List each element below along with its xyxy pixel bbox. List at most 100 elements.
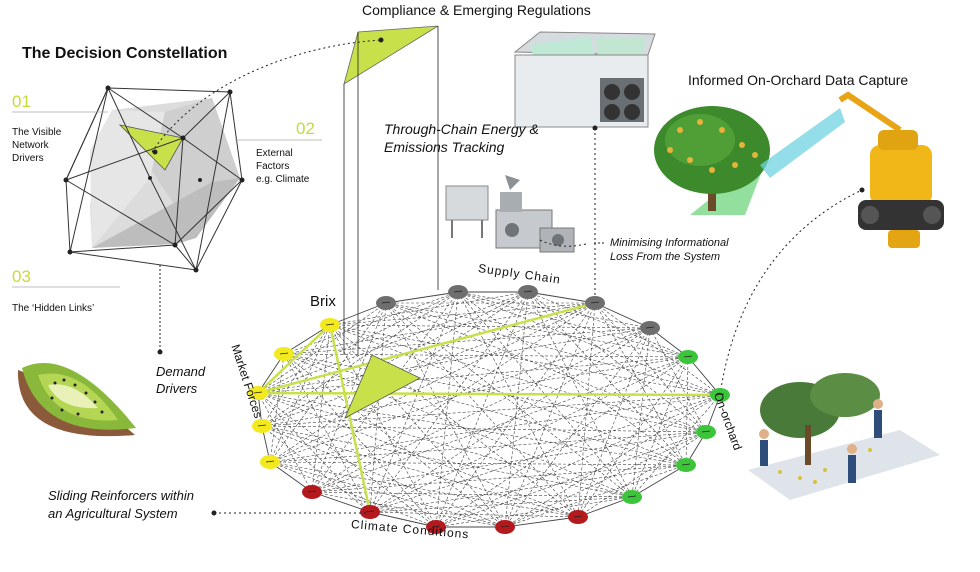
market-forces-label: Market Forces	[228, 343, 265, 420]
network-edge	[257, 302, 387, 394]
energy-tracking-line1: Through-Chain Energy &	[384, 121, 539, 137]
network-edge	[311, 491, 371, 513]
network-highlight-edges	[257, 301, 721, 513]
network-edge	[283, 353, 437, 528]
network-edge	[311, 302, 596, 493]
network-edge	[283, 291, 459, 355]
network-edge	[385, 302, 579, 518]
network-edge	[257, 392, 579, 518]
network-edge	[257, 392, 437, 528]
network-node-tick	[523, 290, 533, 293]
label-number-01: 01	[12, 92, 31, 111]
network-node-market	[320, 318, 340, 332]
network-edge	[369, 291, 459, 513]
network-node-tick	[645, 326, 655, 329]
network-edge	[369, 496, 633, 513]
hidden-links-label: The ‘Hidden Links’	[12, 303, 94, 314]
network-edge	[504, 431, 707, 528]
network-edge	[504, 291, 529, 528]
network-edge	[369, 356, 689, 513]
network-node-market	[274, 347, 294, 361]
network-edge	[311, 324, 331, 493]
network-edge	[329, 302, 596, 326]
network-edge	[385, 302, 506, 528]
network-edge	[369, 327, 651, 513]
robot-icon	[838, 91, 944, 248]
network-edge	[504, 464, 687, 528]
network-node-market	[260, 455, 280, 469]
network-node-supply	[448, 285, 468, 299]
network-node-climate	[302, 485, 322, 499]
network-edge	[269, 431, 707, 463]
network-edge	[283, 327, 651, 355]
network-node-climate	[426, 520, 446, 534]
network-node-market	[252, 419, 272, 433]
network-node-climate	[495, 520, 515, 534]
network-edge	[283, 302, 596, 355]
network-node-tick	[365, 510, 375, 513]
network-edge	[261, 291, 459, 427]
network-edge	[385, 302, 689, 358]
network-node-orchard	[678, 350, 698, 364]
sliding-reinforcers-line1: Sliding Reinforcers within	[48, 488, 194, 503]
network-edge	[257, 291, 459, 394]
network-edge	[385, 302, 707, 433]
network-node-tick	[500, 525, 510, 528]
network-edge	[283, 353, 633, 498]
network-edge	[504, 302, 596, 528]
network-edge	[329, 291, 529, 326]
network-edge	[261, 394, 721, 427]
brix-label: Brix	[310, 293, 336, 310]
network-edge	[594, 302, 707, 433]
network-edge	[269, 291, 529, 463]
network-node-orchard	[622, 490, 642, 504]
network-edge	[577, 327, 651, 518]
network-edge	[527, 291, 633, 498]
network-edge	[594, 302, 721, 396]
minimising-loss-line1: Minimising Informational	[610, 237, 729, 249]
external-factors-line2: Factors	[256, 161, 289, 172]
network-node-tick	[307, 490, 317, 493]
network-edge	[527, 291, 596, 304]
external-factors-line1: External	[256, 148, 293, 159]
network-edge	[329, 324, 707, 433]
network-edge	[527, 291, 687, 466]
network-edge	[594, 302, 687, 466]
network-node-tick	[453, 290, 463, 293]
polyhedron-icon	[63, 85, 245, 273]
network-node-tick	[431, 525, 441, 528]
network-edge	[457, 291, 579, 518]
network-edge	[269, 302, 596, 463]
network-edge	[311, 491, 633, 498]
network-edge	[369, 291, 529, 513]
network-node-supply	[585, 296, 605, 310]
network-node-tick	[253, 391, 263, 394]
network-edge	[685, 356, 689, 466]
network-edge	[385, 291, 459, 304]
network-node-tick	[715, 393, 725, 396]
network-edge	[257, 392, 371, 513]
network-edge	[329, 324, 506, 528]
network-edge	[311, 431, 707, 493]
kiwi-icon	[17, 363, 136, 437]
network-edge	[257, 392, 313, 493]
network-edge	[329, 324, 437, 528]
network-node-supply	[376, 296, 396, 310]
diagram-title: The Decision Constellation	[22, 45, 227, 62]
network-edge	[385, 302, 633, 498]
network-edge	[527, 291, 689, 358]
network-edge	[435, 356, 689, 528]
network-node-tick	[381, 301, 391, 304]
network-node-climate	[360, 505, 380, 519]
network-edge	[269, 461, 506, 528]
network-edge	[369, 464, 687, 513]
network-edge	[329, 324, 651, 329]
network-node-orchard	[696, 425, 716, 439]
network-edge	[311, 302, 387, 493]
network-triangle	[344, 354, 421, 419]
network-edge	[631, 356, 689, 498]
network-edge	[283, 353, 689, 358]
network-node-tick	[265, 460, 275, 463]
network-edge	[269, 461, 687, 466]
network-edge	[269, 461, 313, 493]
